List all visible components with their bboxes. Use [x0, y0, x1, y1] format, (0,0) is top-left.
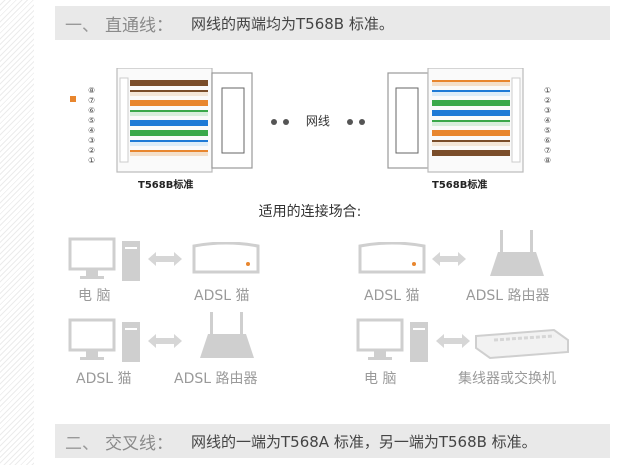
gold-contacts [119, 77, 129, 163]
pin-number: ⑥ [544, 136, 552, 145]
section-title: 直通线： [105, 15, 173, 36]
adsl-router-icon [200, 312, 254, 358]
adsl-router-icon [490, 230, 544, 276]
double-arrow-icon [436, 334, 470, 348]
section-description: 网线的两端均为T568B 标准。 [191, 14, 394, 33]
section-title: 交叉线： [105, 433, 173, 454]
gold-contacts [511, 77, 521, 163]
right-rj45-connector [387, 68, 524, 173]
right-t568b-wire-stripes [432, 80, 510, 156]
pin-number: ⑦ [88, 96, 96, 105]
switch-icon [475, 328, 569, 360]
pin-number: ② [88, 146, 96, 155]
pin-number: ① [544, 86, 552, 95]
pin-number: ③ [544, 106, 552, 115]
double-arrow-icon [148, 334, 182, 348]
section-number: 一、 [65, 15, 99, 36]
scenario-1-right-label: ADSL 猫 [194, 288, 250, 304]
pin-number: ⑧ [544, 156, 552, 165]
crossover-banner: 二、 交叉线： 网线的一端为T568A 标准，另一端为T568B 标准。 [55, 424, 610, 458]
pin-number: ① [88, 156, 96, 165]
pin-number: ⑤ [544, 126, 552, 135]
pin-number: ④ [544, 116, 552, 125]
pin-number: ⑦ [544, 146, 552, 155]
pin-number: ⑥ [88, 106, 96, 115]
scenarios-title: 适用的连接场合: [258, 204, 362, 220]
double-arrow-icon [148, 252, 182, 266]
pin-number: ⑧ [88, 86, 96, 95]
left-standard-caption: T568B标准 [138, 180, 194, 191]
computer-icon [356, 318, 428, 362]
cable-jacket [395, 87, 419, 154]
pin-number: ④ [88, 126, 96, 135]
scenario-3-right-label: ADSL 路由器 [174, 371, 258, 387]
hatched-side-decoration [0, 0, 34, 465]
left-t568b-wire-stripes [130, 80, 208, 156]
section-number: 二、 [65, 433, 99, 454]
cable-jacket [221, 87, 245, 154]
computer-icon [68, 318, 140, 362]
scenario-2-right-label: ADSL 路由器 [466, 288, 550, 304]
section-description: 网线的一端为T568A 标准，另一端为T568B 标准。 [191, 432, 537, 451]
left-connector-wires [70, 96, 76, 102]
adsl-modem-icon [192, 242, 260, 274]
scenario-3-left-label: ADSL 猫 [76, 371, 132, 387]
straight-through-banner: 一、 直通线： 网线的两端均为T568B 标准。 [55, 6, 610, 40]
scenario-1-left-label: 电 脑 [78, 288, 111, 304]
computer-icon [68, 237, 140, 281]
scenario-2-left-label: ADSL 猫 [364, 288, 420, 304]
right-standard-caption: T568B标准 [432, 180, 488, 191]
cable-middle-label: 网线 [268, 112, 368, 129]
pin-number: ③ [88, 136, 96, 145]
scenario-4-left-label: 电 脑 [364, 371, 397, 387]
adsl-modem-icon [358, 242, 426, 274]
pin-number: ② [544, 96, 552, 105]
scenario-4-right-label: 集线器或交换机 [458, 371, 556, 387]
left-rj45-connector [70, 68, 253, 173]
double-arrow-icon [432, 252, 466, 266]
pin-number: ⑤ [88, 116, 96, 125]
